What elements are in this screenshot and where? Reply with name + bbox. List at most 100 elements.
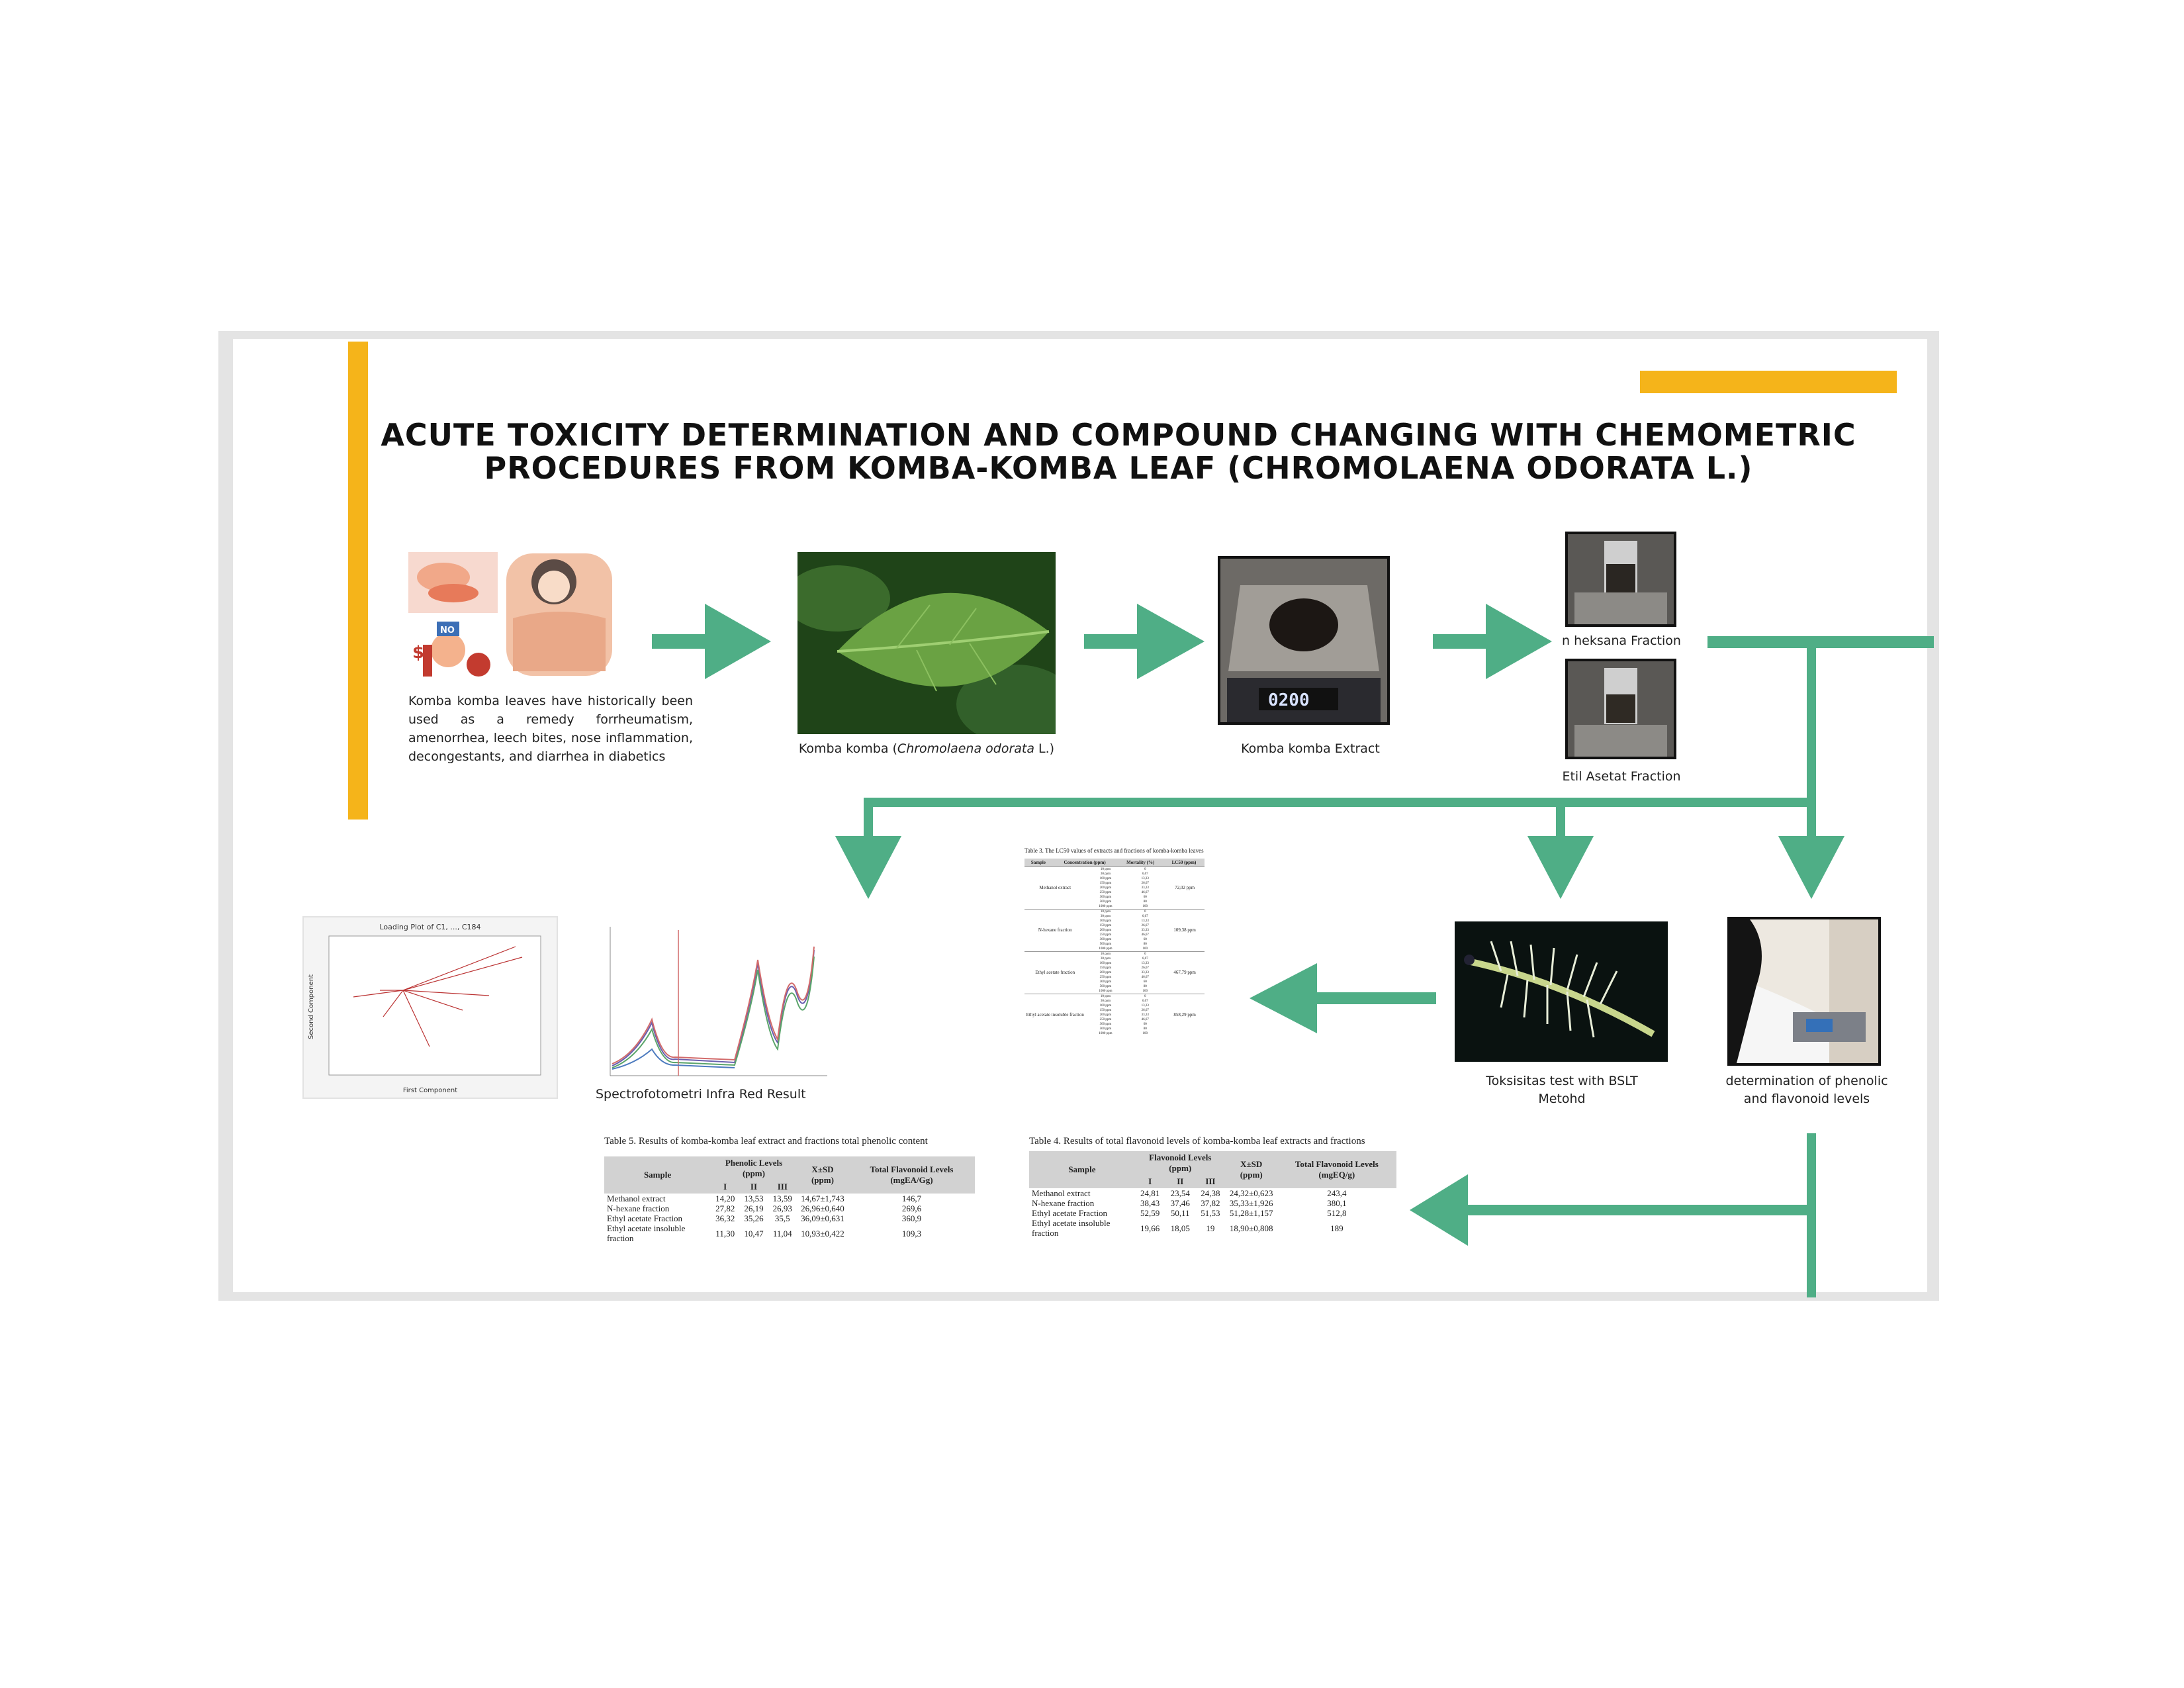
- phenolic-header-group: Phenolic Levels (ppm): [711, 1156, 797, 1180]
- lc50-mort: 0: [1144, 995, 1146, 998]
- hexane-graphic: [1568, 534, 1674, 624]
- table-phenolic-caption: Table 5. Results of komba-komba leaf ext…: [604, 1136, 928, 1147]
- lc50-conc: 30 ppm: [1100, 872, 1111, 876]
- lc50-conc: 1000 ppm: [1099, 1032, 1113, 1035]
- illustration-remedies: NO $: [407, 552, 619, 684]
- flavonoid-cell: 19,66: [1140, 1223, 1160, 1233]
- lc50-conc: 30 ppm: [1100, 915, 1111, 918]
- flavonoid-cell: Methanol extract: [1032, 1188, 1091, 1198]
- flavonoid-cell: 51,53: [1201, 1208, 1220, 1218]
- flavonoid-cell: 19: [1206, 1223, 1215, 1233]
- lc50-mort: 33,33: [1141, 886, 1149, 890]
- lc50-mort: 6,67: [1142, 1000, 1148, 1003]
- arrow-right-3: [1433, 604, 1552, 679]
- accent-bar-vertical: [348, 342, 368, 820]
- phenolic-header-mean: X±SD (ppm): [796, 1156, 848, 1194]
- svg-text:Loading Plot of C1, ..., C184: Loading Plot of C1, ..., C184: [379, 923, 480, 931]
- lc50-conc: 300 ppm: [1099, 980, 1112, 984]
- lc50-conc: 200 ppm: [1099, 1013, 1112, 1017]
- arrow-right-1: [652, 604, 771, 679]
- phenolic-cell: 360,9: [901, 1213, 922, 1223]
- lc50-conc: 10 ppm: [1100, 910, 1111, 914]
- table-flavonoid-caption: Table 4. Results of total flavonoid leve…: [1029, 1136, 1365, 1147]
- svg-text:First Component: First Component: [403, 1087, 457, 1094]
- lc50-mort: 100: [1142, 905, 1148, 908]
- phenolic-header-total: Total Flavonoid Levels (mgEA/Gg): [848, 1156, 975, 1194]
- table-phenolic: Table 5. Results of komba-komba leaf ext…: [604, 1135, 975, 1243]
- leaf-graphic: [797, 552, 1056, 734]
- arrow-right-2: [1084, 604, 1205, 679]
- table-phenolic-grid: Sample Phenolic Levels (ppm) X±SD (ppm) …: [604, 1156, 975, 1243]
- lc50-mort: 6,67: [1142, 915, 1148, 918]
- flavonoid-cell: 52,59: [1140, 1208, 1160, 1218]
- lc50-mort: 0: [1144, 953, 1146, 956]
- table-flavonoid: Table 4. Results of total flavonoid leve…: [1029, 1135, 1396, 1238]
- ethyl-acetate-fraction-photo: [1565, 659, 1676, 759]
- arrow-left-bottom: [1410, 1174, 1468, 1246]
- lc50-mort: 80: [1143, 1027, 1147, 1031]
- phenolic-cell: 13,59: [772, 1194, 792, 1203]
- lc50-mort: 0: [1144, 868, 1146, 871]
- phenolic-graphic: [1730, 919, 1878, 1063]
- lc50-mort: 26,67: [1141, 1009, 1149, 1012]
- phenolic-cell: Methanol extract: [607, 1194, 666, 1203]
- lc50-conc: 1000 ppm: [1099, 947, 1113, 951]
- flavonoid-header-ii: II: [1165, 1175, 1196, 1188]
- lc50-conc: 10 ppm: [1100, 995, 1111, 998]
- lc50-mort: 46,67: [1141, 891, 1149, 894]
- lc50-conc: 10 ppm: [1100, 868, 1111, 871]
- flavonoid-cell: 35,33±1,926: [1229, 1198, 1273, 1208]
- phenolic-header-iii: III: [768, 1180, 797, 1194]
- slide: [233, 339, 1927, 1292]
- caption-phenolic-line2: and flavonoid levels: [1743, 1092, 1870, 1106]
- lc50-conc: 100 ppm: [1099, 962, 1112, 965]
- lc50-mort: 33,33: [1141, 971, 1149, 974]
- lc50-mort: 80: [1143, 900, 1147, 904]
- lc50-conc: 300 ppm: [1099, 938, 1112, 941]
- caption-bslt-line2: Metohd: [1538, 1092, 1586, 1106]
- lc50-value: 72,02 ppm: [1175, 885, 1195, 890]
- lc50-conc: 30 ppm: [1100, 957, 1111, 961]
- lc50-mort: 80: [1143, 943, 1147, 946]
- flavonoid-header-iii: III: [1195, 1175, 1226, 1188]
- flavonoid-cell: 18,05: [1170, 1223, 1190, 1233]
- lc50-header-mort: Mortality (%): [1117, 859, 1163, 867]
- flavonoid-cell: 50,11: [1170, 1208, 1190, 1218]
- lc50-table-grid: Sample Concentration (ppm) Mortality (%)…: [1024, 859, 1205, 867]
- arrow-down-3: [1778, 798, 1844, 899]
- lc50-conc: 150 ppm: [1099, 966, 1112, 970]
- connector-horizontal-row2: [864, 798, 1816, 807]
- table-flavonoid-grid: Sample Flavonoid Levels (ppm) X±SD (ppm)…: [1029, 1151, 1396, 1238]
- flavonoid-cell: 243,4: [1327, 1188, 1347, 1198]
- phenolic-header-i: I: [711, 1180, 740, 1194]
- flavonoid-cell: 189: [1330, 1223, 1343, 1233]
- phenolic-cell: 26,19: [744, 1203, 764, 1213]
- lc50-conc: 200 ppm: [1099, 886, 1112, 890]
- lc50-conc: 500 ppm: [1099, 1027, 1112, 1031]
- poster-title: ACUTE TOXICITY DETERMINATION AND COMPOUN…: [381, 417, 1856, 486]
- flavonoid-cell: 37,46: [1170, 1198, 1190, 1208]
- extract-photo: 0200: [1218, 556, 1390, 725]
- caption-hexane: n heksana Fraction: [1562, 633, 1681, 648]
- phenolic-cell: 26,96±0,640: [801, 1203, 844, 1213]
- phenolic-cell: 36,09±0,631: [801, 1213, 844, 1223]
- flavonoid-cell: 38,43: [1140, 1198, 1160, 1208]
- phenolic-cell: Ethyl acetate insoluble fraction: [607, 1223, 686, 1243]
- svg-text:Second Component: Second Component: [308, 974, 315, 1039]
- lc50-conc: 500 ppm: [1099, 943, 1112, 946]
- flavonoid-cell: 380,1: [1327, 1198, 1347, 1208]
- connector-trunk: [1807, 636, 1816, 808]
- phenolic-cell: 35,5: [774, 1213, 790, 1223]
- lc50-conc: 150 ppm: [1099, 1009, 1112, 1012]
- lc50-mort: 60: [1143, 980, 1147, 984]
- flavonoid-cell: Ethyl acetate insoluble fraction: [1032, 1218, 1111, 1238]
